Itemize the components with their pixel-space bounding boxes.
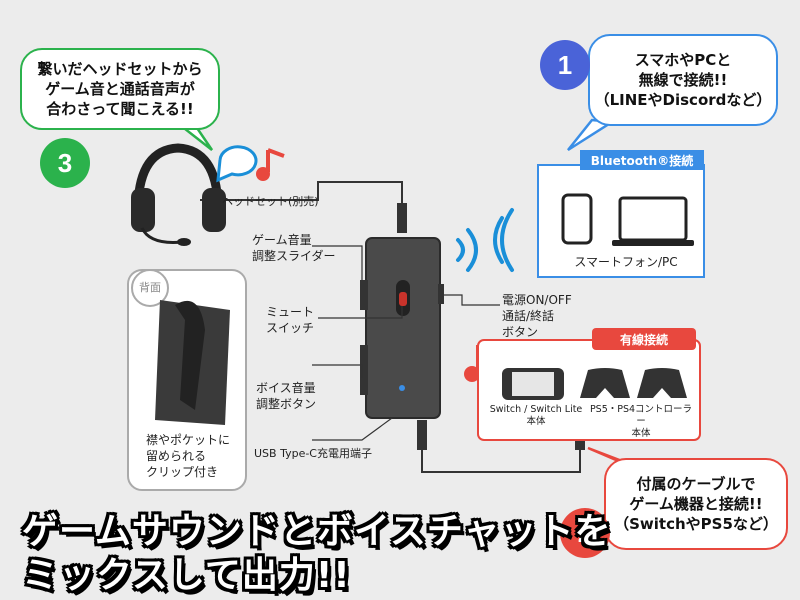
bubble3-line3: 合わさって聞こえる!! bbox=[46, 100, 194, 118]
headline-line2: ミックスして出力!! bbox=[22, 555, 351, 596]
badge-2: 2 bbox=[560, 508, 610, 558]
bluetooth-device-label: スマートフォン/PC bbox=[574, 255, 678, 269]
feature-bubble-3: 繋いだヘッドセットから ゲーム音と通話音声が 合わさって聞こえる!! bbox=[20, 48, 220, 130]
bubble2-line3: （SwitchやPS5など） bbox=[614, 515, 778, 533]
back-caption-1: 襟やポケットに bbox=[146, 433, 231, 447]
switch-label-2: 本体 bbox=[526, 416, 546, 427]
callout-mute: ミュート スイッチ bbox=[266, 304, 314, 336]
headset-cable bbox=[200, 181, 403, 210]
bubble2-line1: 付属のケーブルで bbox=[636, 475, 756, 493]
callout-power-3: ボタン bbox=[502, 325, 539, 339]
callout-mute-2: スイッチ bbox=[266, 321, 315, 335]
callout-voice-volume-1: ボイス音量 bbox=[256, 381, 316, 395]
back-caption-3: クリップ付き bbox=[146, 465, 219, 479]
callout-usb: USB Type-C充電用端子 bbox=[254, 447, 372, 460]
mixer-device bbox=[360, 237, 444, 419]
back-title: 背面 bbox=[139, 281, 161, 294]
bubble3-line1: 繋いだヘッドセットから bbox=[37, 60, 203, 78]
bubble1-line1: スマホやPCと bbox=[634, 51, 732, 69]
headset-label: ヘッドセット(別売) bbox=[222, 195, 319, 208]
headset-icon bbox=[131, 143, 226, 246]
wireless-icon bbox=[456, 208, 514, 272]
callout-game-volume-2: 調整スライダー bbox=[252, 249, 336, 263]
badge-1: 1 bbox=[540, 40, 590, 90]
wired-tag: 有線接続 bbox=[592, 328, 696, 350]
bluetooth-tag: Bluetooth®接続 bbox=[580, 150, 704, 170]
back-caption-2: 留められる bbox=[146, 449, 207, 463]
callout-voice-volume-2: 調整ボタン bbox=[256, 397, 317, 411]
ps-label: PS5・PS4コントローラー 本体 bbox=[586, 404, 696, 440]
callout-power: 電源ON/OFF 通話/終話 ボタン bbox=[502, 292, 572, 340]
headline-line1: ゲームサウンドとボイスチャットを bbox=[22, 511, 612, 552]
music-note-icon-top bbox=[256, 148, 285, 181]
callout-power-1: 電源ON/OFF bbox=[502, 293, 572, 307]
chat-icon-headset bbox=[216, 145, 258, 183]
feature-bubble-2: 付属のケーブルで ゲーム機器と接続!! （SwitchやPS5など） bbox=[604, 458, 788, 550]
bubble1-line2: 無線で接続!! bbox=[638, 71, 728, 89]
back-caption: 襟やポケットに 留められる クリップ付き bbox=[146, 432, 230, 480]
bubble3-line2: ゲーム音と通話音声が bbox=[45, 80, 195, 98]
callout-mute-1: ミュート bbox=[266, 305, 315, 319]
callout-game-volume: ゲーム音量 調整スライダー bbox=[252, 232, 336, 264]
switch-label-1: Switch / Switch Lite bbox=[489, 404, 583, 415]
switch-label: Switch / Switch Lite 本体 bbox=[488, 404, 584, 428]
bubble1-line3: （LINEやDiscordなど） bbox=[594, 91, 772, 109]
callout-game-volume-1: ゲーム音量 bbox=[252, 233, 312, 247]
badge-3: 3 bbox=[40, 138, 90, 188]
ps-label-1: PS5・PS4コントローラー bbox=[589, 404, 693, 427]
callout-power-2: 通話/終話 bbox=[502, 309, 555, 323]
ps-label-2: 本体 bbox=[631, 428, 651, 439]
callout-voice-volume: ボイス音量 調整ボタン bbox=[256, 380, 316, 412]
audio-plug-top bbox=[397, 203, 407, 233]
bubble2-line2: ゲーム機器と接続!! bbox=[629, 495, 763, 513]
feature-bubble-1: スマホやPCと 無線で接続!! （LINEやDiscordなど） bbox=[588, 34, 778, 126]
